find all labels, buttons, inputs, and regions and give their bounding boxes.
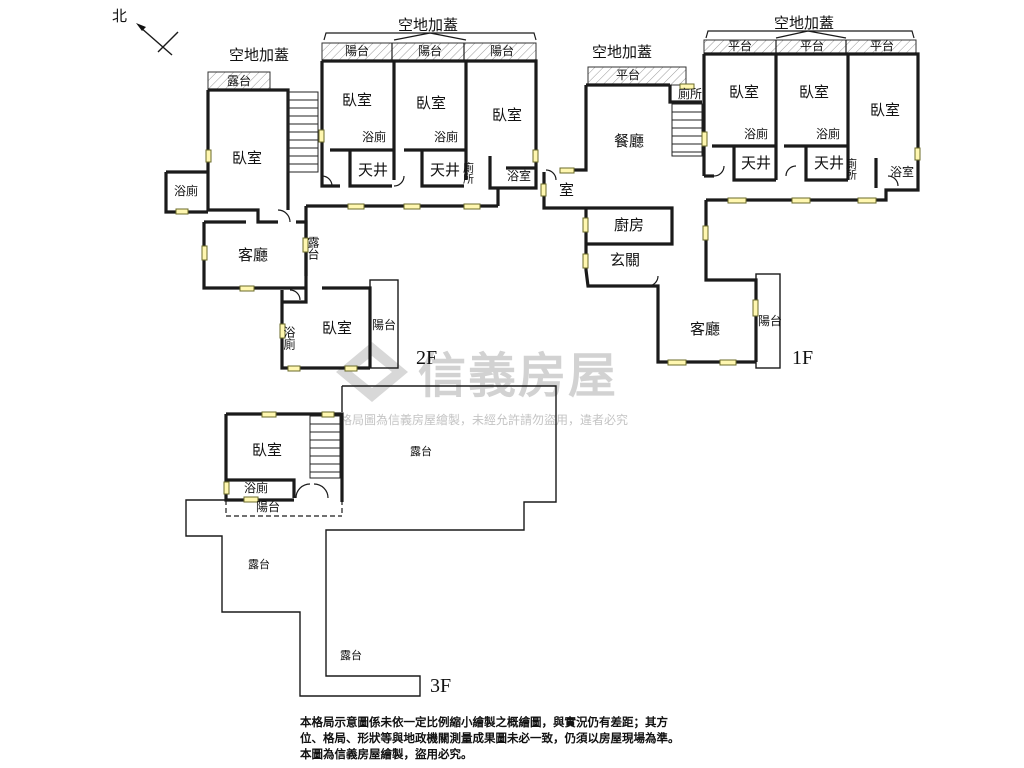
f3-bath-label: 浴廁: [244, 480, 268, 495]
f2-balcony-1-label: 陽台: [345, 43, 369, 58]
f2-annex-right-label: 空地加蓋: [398, 16, 458, 34]
f1-annex-right-label: 空地加蓋: [774, 14, 834, 32]
floor-1-plan: 空地加蓋 空地加蓋 平台 平台 平台 平台 廁所 餐廳 臥室 臥室 臥室 浴廁 …: [540, 14, 921, 369]
f2-toilet-label: 廁所: [462, 161, 475, 185]
stairs-3f: [309, 415, 341, 479]
f1-skylight-b-label: 天井: [814, 154, 844, 172]
f2-bedroom-left-label: 臥室: [232, 149, 262, 167]
f2-bedroom-c-label: 臥室: [492, 106, 522, 124]
f1-foyer-label: 玄關: [610, 251, 640, 269]
f1-bath-a-label: 浴廁: [744, 126, 768, 141]
f1-balcony-label: 陽台: [758, 313, 782, 328]
watermark-notice: 格局圖為信義房屋繪製，未經允許請勿盜用，違者必究: [340, 412, 628, 427]
disclaimer-note: 本格局示意圖係未依一定比例縮小繪製之概繪圖，與實況仍有差距；其方 位、格局、形狀…: [300, 714, 740, 762]
f1-platform-b-label: 平台: [800, 38, 824, 53]
north-compass: 北: [112, 7, 179, 56]
watermark-logo-icon: [336, 342, 408, 402]
f2-bath-bottom-label: 浴廁: [282, 326, 296, 351]
f1-platform-left-label: 平台: [616, 67, 640, 82]
f1-annex-left-label: 空地加蓋: [592, 43, 652, 61]
f2-balcony-side-label: 陽台: [372, 317, 396, 332]
floor-2-label: 2F: [416, 347, 437, 369]
f2-terrace-top-label: 露台: [227, 73, 251, 88]
f1-bath-b-label: 浴廁: [816, 126, 840, 141]
f2-balcony-3-label: 陽台: [490, 43, 514, 58]
f1-shower-label: 浴室: [890, 164, 914, 179]
f2-bedroom-a-label: 臥室: [342, 91, 372, 109]
f2-annex-left-label: 空地加蓋: [229, 46, 289, 64]
f2-bath-b-label: 浴廁: [434, 129, 458, 144]
disclaimer-line-3: 本圖為信義房屋繪製，盜用必究。: [300, 747, 473, 761]
f2-bath-a-label: 浴廁: [362, 129, 386, 144]
f2-terrace-side-label: 露台: [306, 236, 320, 260]
f1-toilet-label: 廁所: [845, 157, 858, 181]
f1-toilet-top-label: 廁所: [678, 86, 702, 101]
f1-dining-label: 餐廳: [614, 132, 644, 150]
disclaimer-line-1: 本格局示意圖係未依一定比例縮小繪製之概繪圖，與實況仍有差距；其方: [300, 715, 668, 729]
floor-1-label: 1F: [792, 347, 813, 369]
f2-bedroom-bottom-label: 臥室: [322, 319, 352, 337]
f2-bath-left-label: 浴廁: [174, 183, 198, 198]
floor-2-plan: 空地加蓋 空地加蓋 露台 陽台 陽台 陽台 臥室 臥室 臥室 臥室 臥室 浴廁 …: [164, 16, 539, 372]
stairs-2f-left: [287, 91, 319, 173]
f1-platform-a-label: 平台: [728, 38, 752, 53]
f3-terrace-b-label: 露台: [248, 557, 270, 571]
f2-shower-label: 浴室: [507, 168, 531, 183]
f1-bedroom-c-label: 臥室: [870, 101, 900, 119]
disclaimer-line-2: 位、格局、形狀等與地政機關測量成果圖未必一致，仍須以房屋現場為準。: [300, 731, 680, 745]
f2-balcony-2-label: 陽台: [418, 43, 442, 58]
watermark-brand: 信義房屋: [418, 348, 618, 404]
f2-living-label: 客廳: [238, 246, 268, 264]
stairs-1f: [671, 103, 703, 157]
compass-north-label: 北: [112, 7, 127, 25]
f1-bedroom-b-label: 臥室: [799, 83, 829, 101]
f2-skylight-a-label: 天井: [358, 161, 388, 179]
f2-skylight-b-label: 天井: [430, 161, 460, 179]
f2-bedroom-b-label: 臥室: [416, 94, 446, 112]
f3-terrace-a-label: 露台: [410, 444, 432, 458]
f1-bedroom-a-label: 臥室: [729, 83, 759, 101]
f3-terrace-c-label: 露台: [340, 648, 362, 662]
f1-living-label: 客廳: [690, 320, 720, 338]
floor-3-plan: 臥室 浴廁 陽台 露台 露台 露台 3F: [185, 385, 557, 697]
f1-kitchen-label: 廚房: [614, 216, 644, 234]
watermark: 信義房屋 格局圖為信義房屋繪製，未經允許請勿盜用，違者必究: [336, 342, 628, 427]
floor-3-label: 3F: [430, 675, 451, 697]
f3-balcony-label: 陽台: [256, 499, 280, 514]
f3-bedroom-label: 臥室: [252, 441, 282, 459]
f1-skylight-a-label: 天井: [741, 154, 771, 172]
f1-room-label: 室: [559, 181, 574, 199]
f1-platform-c-label: 平台: [870, 38, 894, 53]
